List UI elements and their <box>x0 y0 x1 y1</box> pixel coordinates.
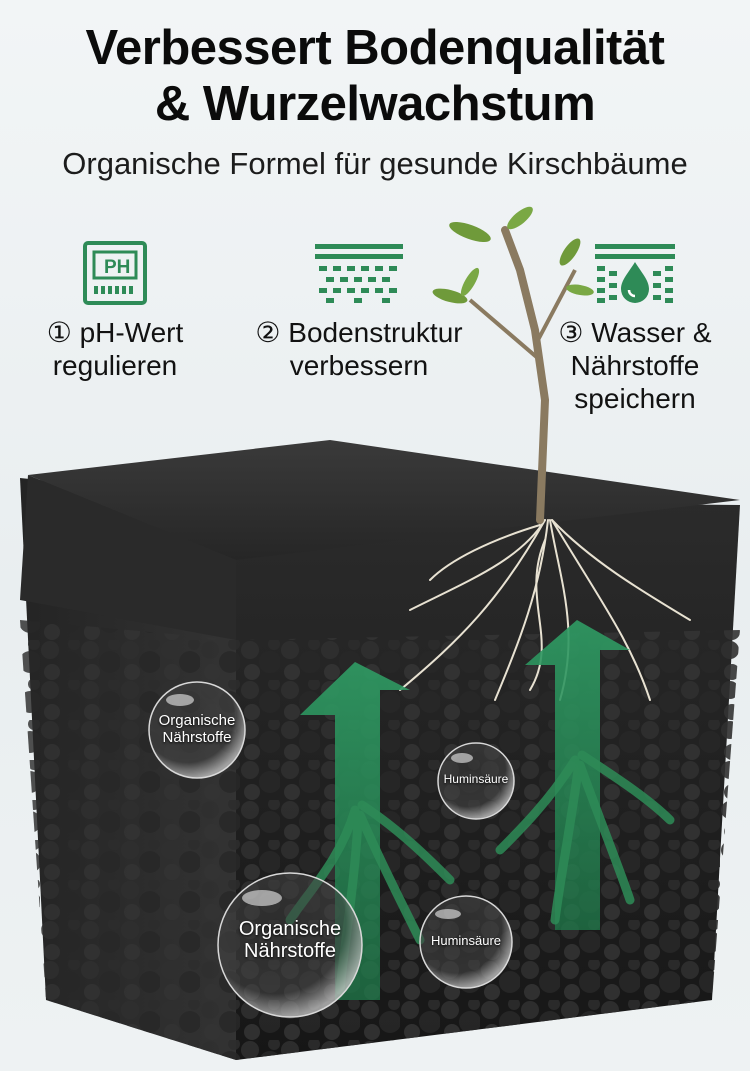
feature-label-line: Nährstoffe <box>570 350 700 381</box>
subtitle: Organische Formel für gesunde Kirschbäum… <box>62 146 688 181</box>
nutrient-arrow-right <box>495 620 675 930</box>
ph-icon-text: PH <box>104 257 130 278</box>
bubble-label-organic-1: Organische Nährstoffe <box>158 712 236 746</box>
feature-label-line: verbessern <box>289 350 429 381</box>
feature-water-nutrients: ③ Wasser & Nährstoffe speichern <box>520 240 750 415</box>
feature-label-line: ③ Wasser & <box>558 317 712 348</box>
soil-structure-icon <box>315 244 403 303</box>
sapling <box>432 206 594 524</box>
bubble-label-humic-1: Huminsäure <box>443 772 509 786</box>
bubble-label-organic-2: Organische Nährstoffe <box>238 918 342 962</box>
bubble-organic-2 <box>217 872 363 1018</box>
bubble-humic-1 <box>437 742 515 820</box>
headline-line-2: & Wurzelwachstum <box>154 77 596 131</box>
feature-label-line: ② Bodenstruktur <box>255 317 463 348</box>
bubble-organic-1 <box>148 681 246 779</box>
headline-line-1: Verbessert Bodenqualität <box>85 21 665 75</box>
ph-meter-icon: PH <box>83 241 147 305</box>
feature-label-line: regulieren <box>52 350 178 381</box>
feature-label-line: ① pH-Wert <box>46 317 184 348</box>
water-drop-icon <box>595 244 675 303</box>
bubble-label-humic-2: Huminsäure <box>430 933 502 948</box>
bubble-humic-2 <box>419 895 513 989</box>
feature-ph-value: PH ① pH-Wert regulieren <box>0 240 230 382</box>
feature-label-line: speichern <box>574 383 696 414</box>
feature-soil-structure: ② Bodenstruktur verbessern <box>244 240 474 382</box>
